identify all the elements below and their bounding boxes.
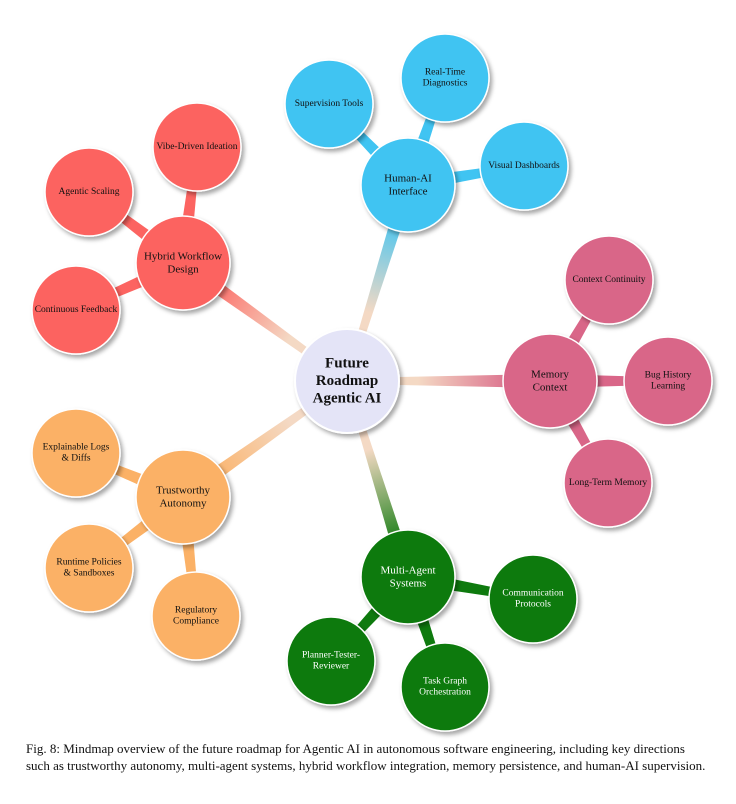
- branch-node-label: Memory: [531, 369, 569, 381]
- center-node-label: Future: [325, 355, 369, 371]
- branch-node-label: Human-AI: [384, 173, 432, 185]
- leaf-node-visual-dashboards: Visual Dashboards: [479, 121, 569, 211]
- branch-node-label: Interface: [388, 185, 427, 197]
- leaf-node-label: Visual Dashboards: [488, 161, 560, 171]
- leaf-node-label: Supervision Tools: [295, 99, 364, 109]
- leaf-node-vibe-driven-ideation: Vibe-Driven Ideation: [152, 102, 242, 192]
- leaf-node-label: Communication: [502, 588, 563, 598]
- center-node-label: Agentic AI: [313, 391, 382, 407]
- leaf-node-runtime-policies-sandboxes: Runtime Policies & Sandboxes: [44, 523, 134, 613]
- leaf-node-label: Task Graph: [423, 676, 467, 686]
- branch-node-label: Hybrid Workflow: [144, 251, 222, 263]
- leaf-node-circle: [44, 523, 134, 613]
- branch-node-circle: [135, 215, 231, 311]
- branch-node-circle: [135, 449, 231, 545]
- leaf-node-planner-tester-reviewer: Planner-Tester- Reviewer: [286, 616, 376, 706]
- leaf-node-circle: [44, 147, 134, 237]
- leaf-node-label: Learning: [651, 382, 686, 392]
- leaf-node-label: Vibe-Driven Ideation: [157, 142, 238, 152]
- leaf-node-label: Continuous Feedback: [35, 305, 118, 315]
- leaf-node-label: Long-Term Memory: [569, 478, 647, 488]
- leaf-node-circle: [623, 336, 713, 426]
- branch-node-label: Context: [533, 381, 568, 393]
- leaf-node-circle: [31, 408, 121, 498]
- branch-node-circle: [360, 137, 456, 233]
- leaf-node-label: Real-Time: [425, 67, 465, 77]
- leaf-node-circle: [564, 235, 654, 325]
- leaf-node-label: Agentic Scaling: [59, 187, 120, 197]
- center-node-label: Roadmap: [316, 373, 379, 389]
- leaf-node-continuous-feedback: Continuous Feedback: [31, 265, 121, 355]
- leaf-node-label: Explainable Logs: [43, 442, 110, 452]
- leaf-node-label: Diagnostics: [423, 79, 468, 89]
- leaf-node-label: & Diffs: [61, 453, 90, 464]
- leaf-node-label: Reviewer: [313, 662, 350, 672]
- leaf-node-circle: [400, 642, 490, 732]
- leaf-node-circle: [31, 265, 121, 355]
- branch-node-label: Multi-Agent: [381, 565, 436, 577]
- leaf-node-label: Planner-Tester-: [302, 650, 360, 660]
- leaf-node-label: Runtime Policies: [56, 557, 121, 567]
- leaf-node-agentic-scaling: Agentic Scaling: [44, 147, 134, 237]
- leaf-node-context-continuity: Context Continuity: [564, 235, 654, 325]
- figure-caption: Fig. 8: Mindmap overview of the future r…: [26, 741, 706, 773]
- leaf-node-circle: [479, 121, 569, 211]
- branch-node-label: Design: [167, 263, 199, 275]
- leaf-node-circle: [151, 571, 241, 661]
- branch-node-label: Autonomy: [159, 497, 207, 509]
- leaf-node-circle: [284, 59, 374, 149]
- leaf-node-label: Bug History: [645, 370, 692, 380]
- leaf-node-circle: [152, 102, 242, 192]
- branch-node-circle: [360, 529, 456, 625]
- leaf-node-circle: [286, 616, 376, 706]
- branch-node-circle: [502, 333, 598, 429]
- leaf-node-circle: [563, 438, 653, 528]
- leaf-node-label: Context Continuity: [572, 275, 645, 285]
- leaf-node-label: Compliance: [173, 617, 219, 627]
- leaf-node-long-term-memory: Long-Term Memory: [563, 438, 653, 528]
- leaf-node-label: Orchestration: [419, 688, 471, 698]
- leaf-node-circle: [400, 33, 490, 123]
- center-node-circle: [294, 328, 400, 434]
- leaf-node-label: & Sandboxes: [64, 569, 115, 579]
- leaf-node-label: Protocols: [515, 600, 551, 610]
- leaf-node-explainable-logs-diffs: Explainable Logs& Diffs: [31, 408, 121, 498]
- leaf-node-circle: [488, 554, 578, 644]
- leaf-node-label: Regulatory: [175, 605, 217, 615]
- leaf-node-supervision-tools: Supervision Tools: [284, 59, 374, 149]
- branch-node-label: Systems: [390, 577, 427, 589]
- branch-node-label: Trustworthy: [156, 485, 210, 497]
